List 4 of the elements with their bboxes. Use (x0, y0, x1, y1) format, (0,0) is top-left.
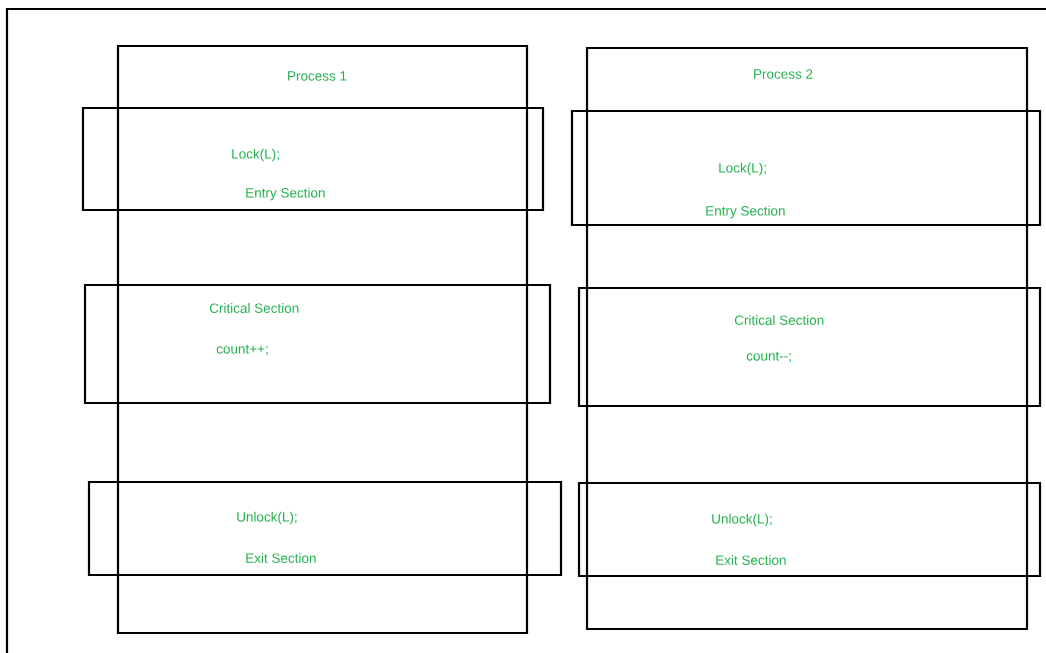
section-box: Unlock(L); Exit Section (87, 480, 563, 577)
section-box: Lock(L); Entry Section (570, 109, 1042, 227)
section-box: Lock(L); Entry Section (81, 106, 545, 212)
section-box: Critical Section count++; (83, 283, 552, 405)
